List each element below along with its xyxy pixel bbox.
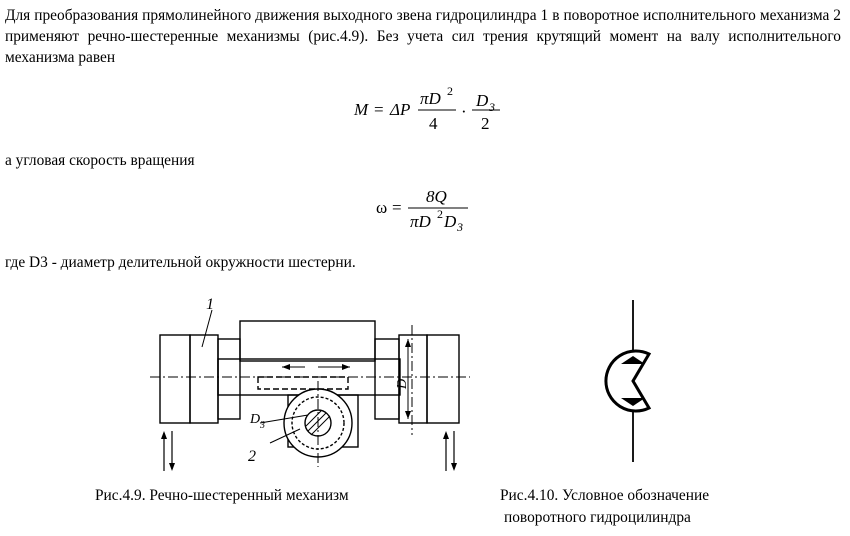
label-d3-sub: 3	[259, 420, 265, 431]
formula2-eq: =	[392, 198, 402, 217]
intro-paragraph: Для преобразования прямолинейного движен…	[5, 7, 841, 66]
formula2-den-sub: 3	[456, 220, 463, 234]
formula2-num: 8Q	[426, 187, 447, 206]
label-1: 1	[206, 296, 214, 313]
right-end-cap	[426, 334, 460, 424]
formula-delta-p: ΔP	[389, 100, 410, 119]
rack-pinion-mechanism-figure: 1 2 D D 3	[150, 296, 470, 471]
formula-dot: ·	[461, 102, 467, 121]
left-piston	[189, 334, 219, 424]
formula-exp: 2	[447, 84, 453, 98]
rotary-cylinder-symbol-figure	[604, 300, 652, 462]
formula-den1: 4	[429, 114, 438, 133]
figure-4-10-caption-line2: поворотного гидроцилиндра	[504, 509, 691, 526]
torque-formula: M = ΔP πD 2 4 · D 3 2	[353, 84, 500, 133]
label-d: D	[395, 379, 410, 390]
formula2-den-exp: 2	[437, 207, 443, 221]
top-housing	[239, 320, 376, 362]
label-d3: D	[249, 412, 260, 427]
formula-eq: =	[374, 100, 384, 119]
label-2: 2	[248, 448, 256, 465]
left-end-cap	[159, 334, 191, 424]
symbol-rotor	[604, 349, 652, 413]
formula2-den-d: D	[443, 212, 457, 231]
formula-den2: 2	[481, 114, 490, 133]
angular-speed-formula: ω = 8Q πD 2 D 3	[376, 187, 468, 234]
formula2-lhs: ω	[376, 198, 387, 217]
formula2-den-pi: πD	[410, 212, 432, 231]
rack	[257, 376, 349, 390]
formula-lhs: M	[353, 100, 369, 119]
formula-num2: D	[475, 91, 489, 110]
formula-num1: πD	[420, 89, 442, 108]
figure-4-9-caption: Рис.4.9. Речно-шестеренный механизм	[95, 487, 349, 504]
formula-sub: 3	[488, 100, 495, 114]
d3-definition-paragraph: где D3 - диаметр делительной окружности …	[5, 254, 356, 271]
left-cylinder-wall	[217, 338, 241, 420]
symbol-top-triangle	[621, 356, 645, 364]
symbol-bottom-triangle	[621, 398, 645, 406]
figure-4-10-caption-line1: Рис.4.10. Условное обозначение	[500, 487, 710, 504]
angular-speed-paragraph: а угловая скорость вращения	[5, 152, 195, 169]
